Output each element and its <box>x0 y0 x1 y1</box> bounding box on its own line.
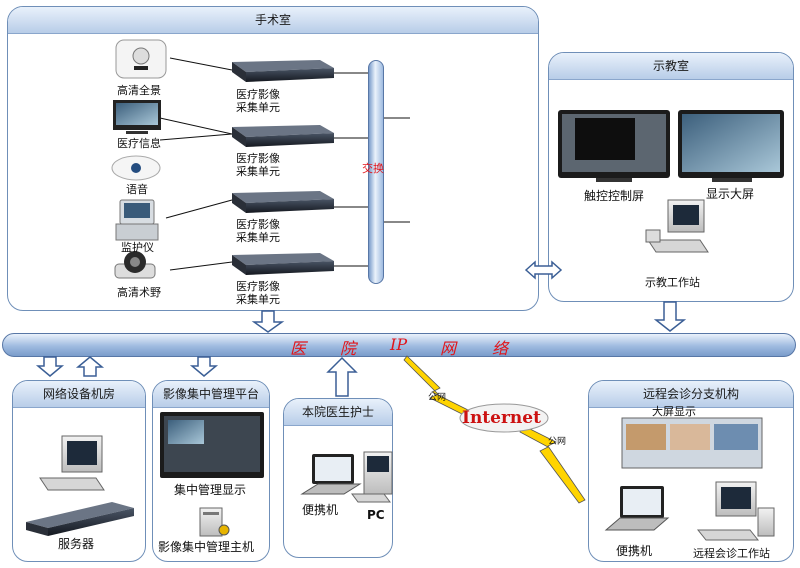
central-host-label: 影像集中管理主机 <box>158 540 255 554</box>
hd-field-label: 高清术野 <box>117 286 161 299</box>
staff-pc-label: PC <box>367 508 385 522</box>
medical-info-monitor-icon <box>113 100 161 134</box>
collector-icon <box>232 253 334 275</box>
public-net-label-1: 公网 <box>428 393 447 403</box>
switch-pipe <box>368 60 384 284</box>
big-display-label: 显示大屏 <box>706 187 755 201</box>
collector-label-3b: 采集单元 <box>236 231 280 244</box>
network-room-title: 网络设备机房 <box>13 381 145 408</box>
voice-label: 语音 <box>126 183 148 196</box>
remote-consult-title: 远程会诊分支机构 <box>589 381 793 408</box>
flow-arrows <box>35 260 687 397</box>
remote-workstation-label: 远程会诊工作站 <box>693 547 770 560</box>
backbone-char-4: 网 <box>440 339 457 358</box>
teaching-room-title: 示教室 <box>549 53 793 80</box>
patient-monitor-icon <box>115 199 159 241</box>
server-icon <box>26 502 134 536</box>
collector-label-3a: 医疗影像 <box>236 218 280 231</box>
internet-label: Internet <box>462 408 541 428</box>
touch-control-screen-label: 触控控制屏 <box>584 189 645 203</box>
backbone-char-3: IP <box>390 335 408 354</box>
hd-field-camera-icon <box>114 251 156 279</box>
voice-microphone-icon <box>111 155 161 181</box>
backbone-char-5: 络 <box>492 339 509 358</box>
touch-control-screen-icon <box>558 110 670 182</box>
central-display-label: 集中管理显示 <box>174 483 247 497</box>
central-display-icon <box>160 412 264 478</box>
collector-icon <box>232 191 334 213</box>
backbone-char-2: 院 <box>340 339 357 358</box>
central-host-icon <box>199 507 230 537</box>
collector-icon <box>232 125 334 147</box>
teaching-workstation-label: 示教工作站 <box>645 276 700 289</box>
remote-laptop-icon <box>604 486 670 531</box>
hd-panorama-label: 高清全景 <box>117 84 161 97</box>
staff-title: 本院医生护士 <box>284 399 392 426</box>
switch-label: 交换 <box>362 162 384 175</box>
collector-label-4a: 医疗影像 <box>236 280 280 293</box>
remote-workstation-icon <box>696 481 775 541</box>
imaging-platform-title: 影像集中管理平台 <box>153 381 269 408</box>
remote-big-screen-label: 大屏显示 <box>652 405 696 418</box>
collector-label-2b: 采集单元 <box>236 165 280 178</box>
big-display-screen-icon <box>678 110 784 182</box>
staff-laptop-label: 便携机 <box>302 503 339 517</box>
collector-label-1a: 医疗影像 <box>236 88 280 101</box>
backbone-char-1: 医 <box>290 339 307 358</box>
network-room-pc-icon <box>39 435 105 491</box>
collector-icon <box>232 60 334 82</box>
medical-info-label: 医疗信息 <box>117 137 161 150</box>
internet-cloud-icon <box>459 403 549 433</box>
remote-big-screen-icon <box>621 417 763 469</box>
public-net-label-2: 公网 <box>548 437 567 447</box>
staff-laptop-icon <box>300 454 362 495</box>
collector-label-1b: 采集单元 <box>236 101 280 114</box>
staff-pc-icon <box>351 451 393 503</box>
patient-monitor-label: 监护仪 <box>121 241 154 254</box>
hd-panorama-camera-icon <box>115 39 167 79</box>
operating-room-title: 手术室 <box>8 7 538 34</box>
teaching-workstation-icon <box>645 199 709 253</box>
collector-label-2a: 医疗影像 <box>236 152 280 165</box>
remote-laptop-label: 便携机 <box>616 544 653 558</box>
collector-label-4b: 采集单元 <box>236 293 280 306</box>
server-label: 服务器 <box>58 537 95 551</box>
hospital-ip-backbone <box>2 333 796 357</box>
